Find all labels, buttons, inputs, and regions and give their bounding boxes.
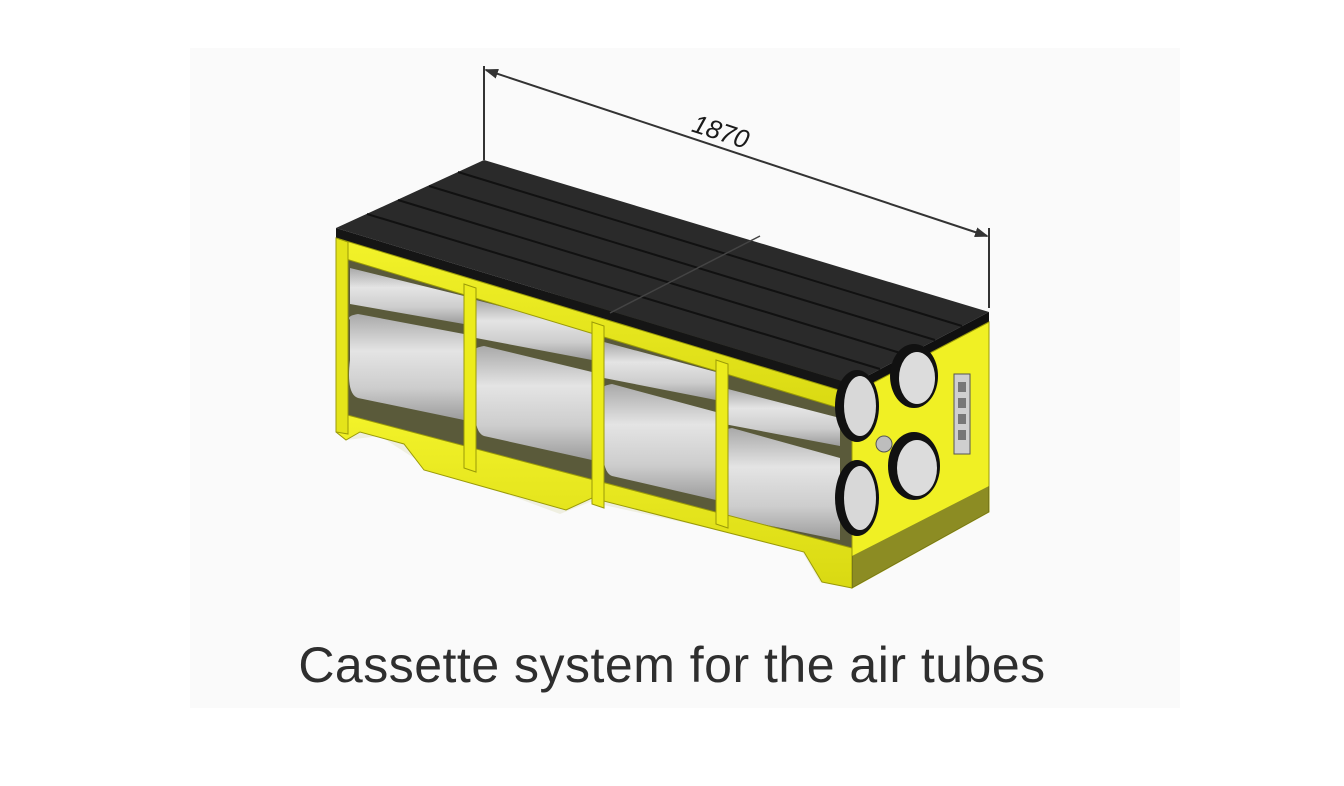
tube-ends — [835, 344, 940, 536]
end-control-panel — [875, 373, 971, 455]
dimension-arrow-icon — [484, 69, 989, 237]
diagram-caption: Cassette system for the air tubes — [298, 637, 1046, 693]
frame-left-post — [335, 237, 349, 435]
underside-strip — [852, 486, 989, 588]
dimension-indicator: 1870 — [483, 66, 990, 308]
frame-vertical-posts — [463, 283, 729, 529]
tube-row-main — [349, 314, 840, 540]
top-deck — [336, 160, 989, 394]
tube-row-top — [350, 268, 840, 446]
